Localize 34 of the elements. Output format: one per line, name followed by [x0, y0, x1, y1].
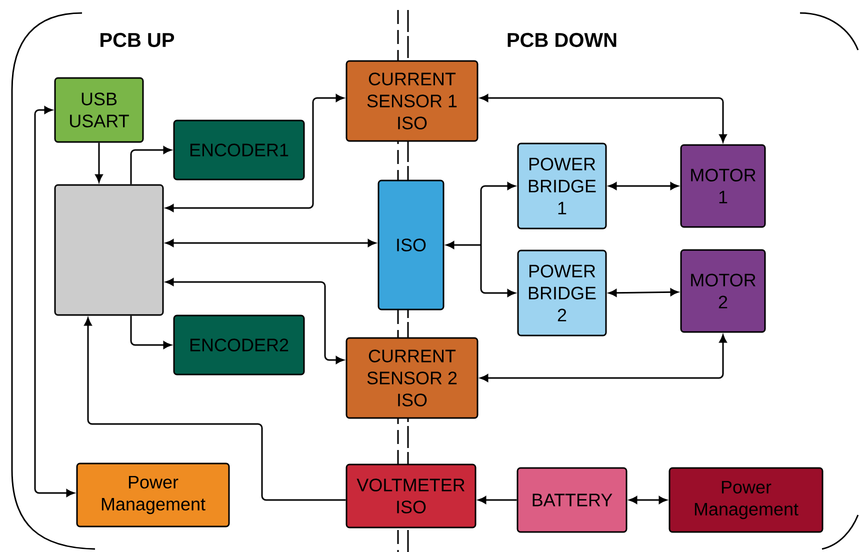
block-box: ENCODER2: [173, 314, 305, 376]
arrow: [166, 239, 376, 247]
block-box: VOLTMETER ISO: [346, 464, 476, 528]
block-box: Power Management: [76, 462, 230, 528]
block-box: ISO: [378, 180, 444, 310]
block-box: POWER BRIDGE 1: [517, 142, 607, 230]
arrow: [84, 318, 346, 501]
block-box: ENCODER1: [173, 120, 305, 180]
block-box: MOTOR 2: [680, 249, 766, 333]
block-box: USB USART: [54, 77, 144, 143]
arrow: [130, 146, 172, 184]
arrow: [446, 241, 481, 249]
arrow: [480, 94, 727, 142]
arrow: [608, 288, 678, 297]
arrow: [480, 182, 516, 245]
block-box: MOTOR 1: [680, 144, 766, 228]
arrow: [130, 316, 172, 349]
arrow: [480, 245, 516, 297]
arrow: [480, 334, 727, 382]
block-box: Power Management: [668, 467, 824, 533]
block-box: CURRENT SENSOR 1 ISO: [346, 60, 478, 142]
block-box: CURRENT SENSOR 2 ISO: [346, 337, 478, 419]
section-heading: PCB DOWN: [508, 32, 616, 48]
arrow: [478, 496, 517, 504]
arrow: [34, 106, 74, 497]
block-box: POWER BRIDGE 2: [517, 250, 607, 336]
arrow: [166, 278, 344, 364]
arrow: [608, 182, 678, 190]
section-heading: PCB UP: [100, 32, 174, 48]
arrow: [166, 94, 344, 212]
block-box: [54, 184, 164, 316]
arrow: [95, 142, 103, 182]
arrow: [629, 496, 667, 504]
block-box: BATTERY: [516, 467, 628, 533]
